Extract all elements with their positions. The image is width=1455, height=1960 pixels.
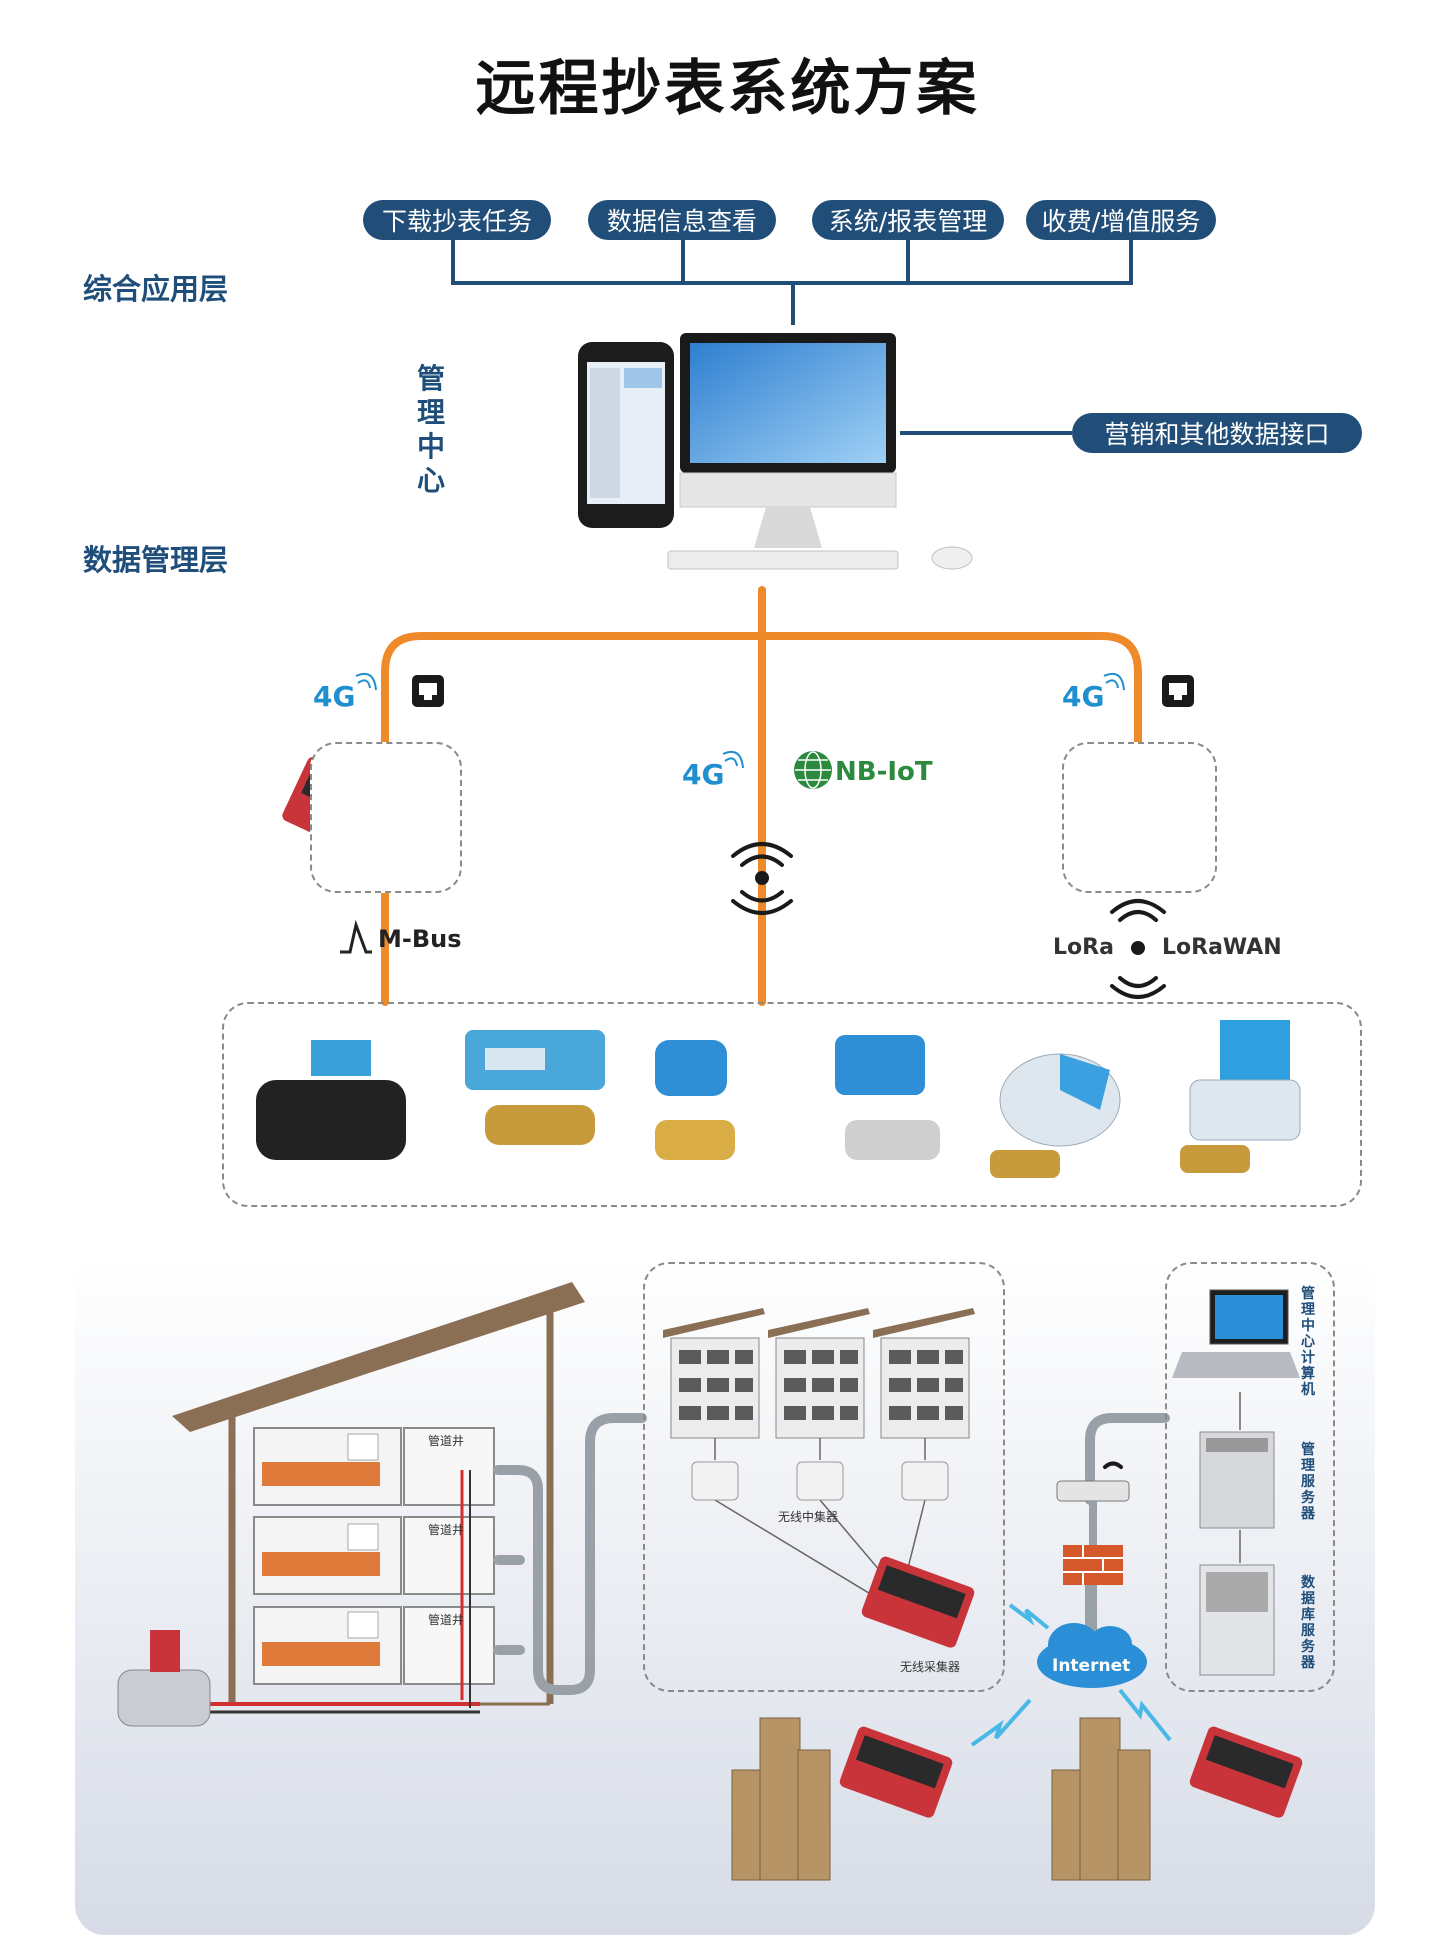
left-4g-label: 4G bbox=[313, 680, 356, 713]
billing-service-button[interactable]: 收费/增值服务 bbox=[1026, 200, 1216, 240]
database-server-label: 数据库服务器 bbox=[1301, 1575, 1315, 1671]
management-center-label: 管理中心 bbox=[416, 362, 445, 497]
wireless-relay-label: 无线中集器 bbox=[778, 1510, 839, 1524]
wifi-signals bbox=[731, 842, 1166, 1469]
lorawan-label: LoRaWAN bbox=[1162, 935, 1282, 960]
lora-label: LoRa bbox=[1053, 935, 1114, 960]
orange-network bbox=[381, 586, 1142, 1006]
right-4g-label: 4G bbox=[1062, 680, 1105, 713]
left-collector-box bbox=[310, 742, 462, 893]
computer-label: 管理中心计算机 bbox=[1301, 1286, 1315, 1398]
left-valve bbox=[117, 1630, 211, 1727]
device-row bbox=[256, 1020, 1301, 1178]
center-4g-label: 4G bbox=[682, 758, 725, 791]
pipe-well-label-1: 管道井 bbox=[428, 1434, 465, 1448]
router-firewall bbox=[1056, 1480, 1130, 1630]
marketing-interface-button[interactable]: 营销和其他数据接口 bbox=[1072, 413, 1362, 453]
mbus-icon bbox=[340, 919, 372, 954]
data-management-layer-label: 数据管理层 bbox=[83, 543, 229, 577]
nbiot-label: NB-IoT bbox=[835, 757, 933, 787]
apartment-box bbox=[643, 1262, 1005, 1692]
server-column bbox=[1172, 1289, 1300, 1676]
right-collector-box bbox=[1062, 742, 1217, 893]
phone-image bbox=[578, 342, 674, 528]
data-view-button[interactable]: 数据信息查看 bbox=[588, 200, 776, 240]
page-title: 远程抄表系统方案 bbox=[475, 54, 980, 124]
apartment-blocks bbox=[663, 1308, 975, 1631]
wireless-collector-label: 无线采集器 bbox=[900, 1660, 961, 1674]
internet-label: Internet bbox=[1052, 1656, 1131, 1676]
server-box bbox=[1165, 1262, 1335, 1692]
monitor-image bbox=[667, 333, 973, 570]
management-server-label: 管理服务器 bbox=[1301, 1442, 1315, 1522]
globe-icon bbox=[794, 751, 832, 789]
pipe-well-label-3: 管道井 bbox=[428, 1613, 465, 1627]
house-drawing bbox=[172, 1282, 585, 1714]
app-bracket bbox=[451, 240, 1133, 435]
4g-arcs bbox=[355, 672, 1125, 769]
pipe-well-label-2: 管道井 bbox=[428, 1523, 465, 1537]
bottom-area-bg bbox=[75, 1255, 1375, 1935]
tall-buildings bbox=[731, 1717, 1151, 1881]
application-layer-label: 综合应用层 bbox=[83, 272, 229, 306]
device-row-box bbox=[222, 1002, 1362, 1207]
download-task-button[interactable]: 下载抄表任务 bbox=[363, 200, 551, 240]
system-report-button[interactable]: 系统/报表管理 bbox=[812, 200, 1004, 240]
internet-cloud bbox=[970, 1603, 1172, 1747]
mbus-label: M-Bus bbox=[378, 925, 462, 953]
